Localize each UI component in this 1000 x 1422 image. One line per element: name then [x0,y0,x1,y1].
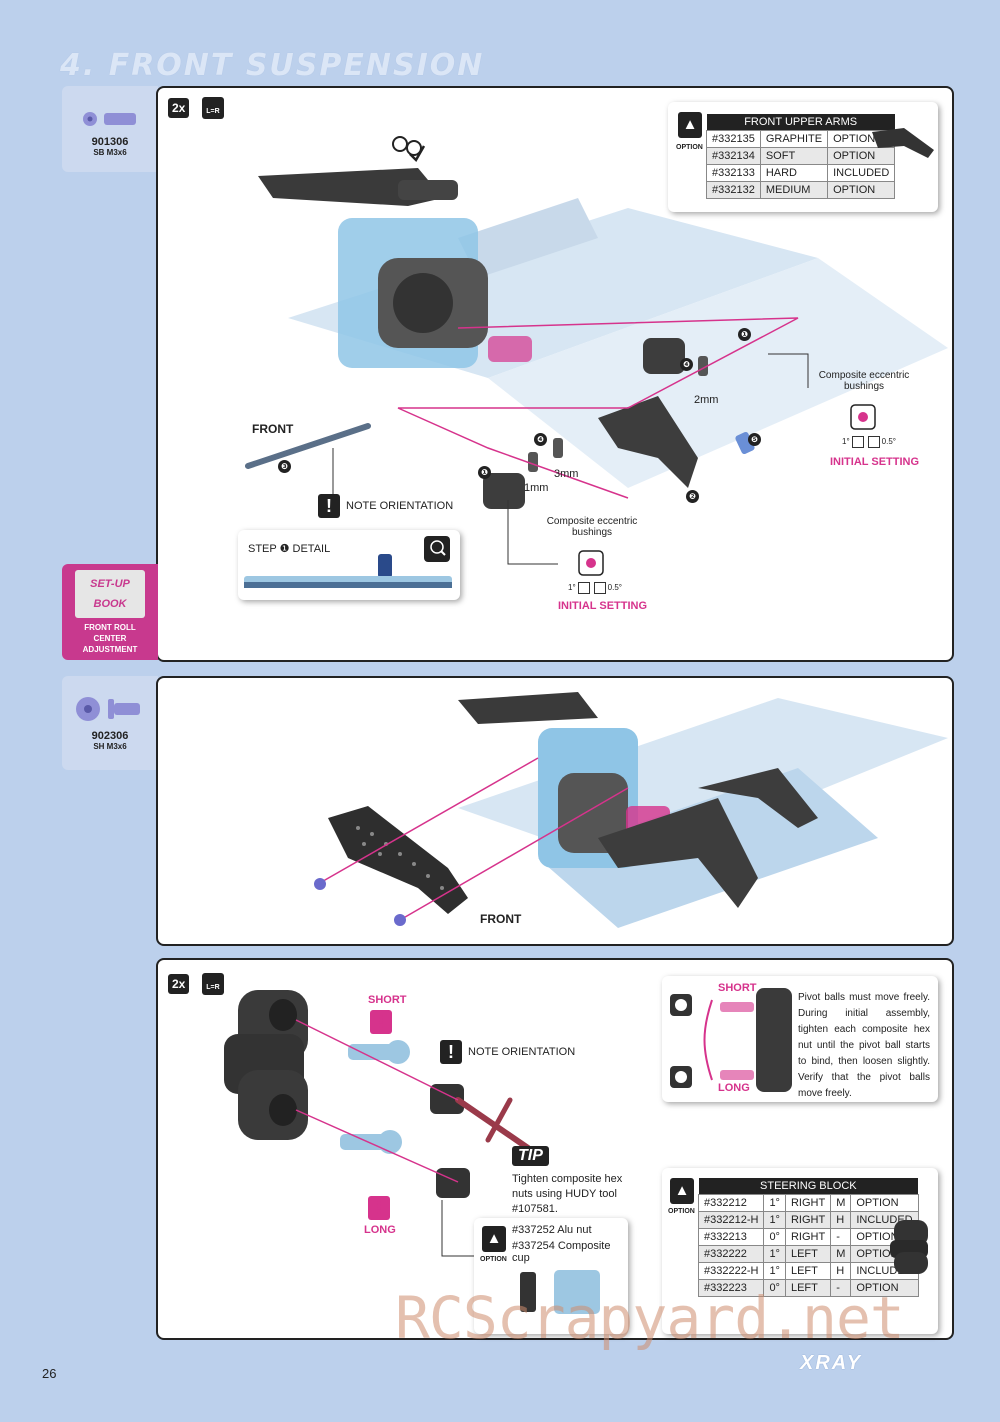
degree-half: 0.5° [607,583,622,593]
setup-book-caption: FRONT ROLL CENTER ADJUSTMENT [82,623,138,654]
setup-book-tab[interactable]: SET-UP BOOK FRONT ROLL CENTER ADJUSTMENT [62,564,158,660]
note-orientation: NOTE ORIENTATION [468,1046,576,1058]
detail-icon-label: DETAIL [428,556,446,562]
left-right-icon: L=R [202,973,224,995]
tip-icon: TIP [512,1146,549,1166]
steering-block-exploded-illustration [224,990,531,1257]
setting-right: 1° 0.5° [842,436,896,448]
steering-block-thumbnail [890,1220,928,1274]
callout-1-right: ❶ [738,328,751,341]
screw-sb-icon [83,112,136,126]
part-code: 902306 [91,730,129,742]
front-suspension-exploded-illustration [245,136,948,565]
size-1mm: 1mm [524,482,549,494]
initial-setting-bottom: INITIAL SETTING [558,600,648,612]
part-tab-901306: 901306 SB M3x6 [62,86,158,172]
warning-icon: ! [440,1040,462,1064]
short-warning-icon: ! [370,1010,392,1034]
part-code: 901306 [91,136,129,148]
note-orientation: NOTE ORIENTATION [346,500,454,512]
setting-bottom: 1° 0.5° [568,582,622,594]
degree-half: 0.5° [881,437,896,447]
callout-5: ❺ [748,433,761,446]
screw-sh-icon [76,697,140,721]
front-label: FRONT [480,912,522,926]
option-label: OPTION [480,1256,507,1263]
pin-detail-illustration [244,554,452,588]
upper-arm-thumbnail [872,128,934,158]
bushings-title-right: Composite eccentric bushings [818,370,910,392]
callout-1-left: ❶ [478,466,491,479]
page-number: 26 [42,1366,57,1381]
step-detail-card: STEP ❶ DETAIL DETAIL [238,530,460,600]
thumbs-up-icon: ▲ [678,112,702,138]
shock-tower-mount-illustration [314,692,948,928]
callout-4-left: ❹ [534,433,547,446]
page-title: 4. FRONT SUSPENSION [60,48,485,83]
detail-icon [424,536,450,562]
quantity-badge: 2x [168,974,190,994]
option-label: OPTION [676,144,703,151]
bushings-title-bottom: Composite eccentric bushings [546,516,638,538]
short-label: SHORT [368,994,407,1006]
quantity-badge: 2x [168,98,190,118]
pivot-ball-info-card: SHORT LONG Pivot balls must move freely.… [662,976,938,1102]
alu-nut-cup-illustration [520,1270,600,1314]
option-line2: #337254 Composite cup [512,1240,611,1264]
size-2mm: 2mm [694,394,719,406]
tip-text: Tighten composite hex nuts using HUDY to… [512,1173,623,1215]
callout-3: ❸ [278,460,291,473]
step2-panel: FRONT [156,676,954,946]
pivot-short-label: SHORT [718,982,757,994]
pivot-long-label: LONG [718,1082,750,1094]
pivot-instructions: Pivot balls must move freely. During ini… [798,992,930,1099]
brand-logo: XRAY [800,1352,863,1374]
watermark: RCScrapyard.net [395,1284,905,1352]
size-3mm: 3mm [554,468,579,480]
option-label: OPTION [668,1208,695,1215]
alu-nut-option-card: ▲ OPTION #337252 Alu nut #337254 Composi… [474,1218,628,1334]
step-detail-label: STEP ❶ DETAIL [248,543,331,555]
step1-panel: 2x L=R [156,86,954,662]
long-warning-icon: ! [368,1196,390,1220]
pivot-diagram [670,988,792,1092]
part-desc: SB M3x6 [93,148,127,157]
callout-4-right: ❹ [680,358,693,371]
long-label: LONG [364,1224,396,1236]
option-line1: #337252 Alu nut [512,1224,592,1236]
eccentric-bushing-icon [578,550,604,576]
degree-1: 1° [568,583,576,593]
left-right-icon: L=R [202,97,224,119]
table-header: STEERING BLOCK [698,1178,919,1195]
degree-1: 1° [842,437,850,447]
part-desc: SH M3x6 [93,742,127,751]
initial-setting-right: INITIAL SETTING [830,456,920,468]
thumbs-up-icon: ▲ [482,1226,506,1252]
table-header: FRONT UPPER ARMS [706,114,895,131]
step3-panel: 2x L=R SHORT ! ! LONG ! NOTE ORIENTATION… [156,958,954,1340]
setup-book-icon: SET-UP BOOK [75,570,145,618]
part-tab-902306: 902306 SH M3x6 [62,676,158,770]
front-label: FRONT [252,422,294,436]
warning-icon: ! [318,494,340,518]
callout-2: ❷ [686,490,699,503]
thumbs-up-icon: ▲ [670,1178,694,1204]
eccentric-bushing-icon [850,404,876,430]
